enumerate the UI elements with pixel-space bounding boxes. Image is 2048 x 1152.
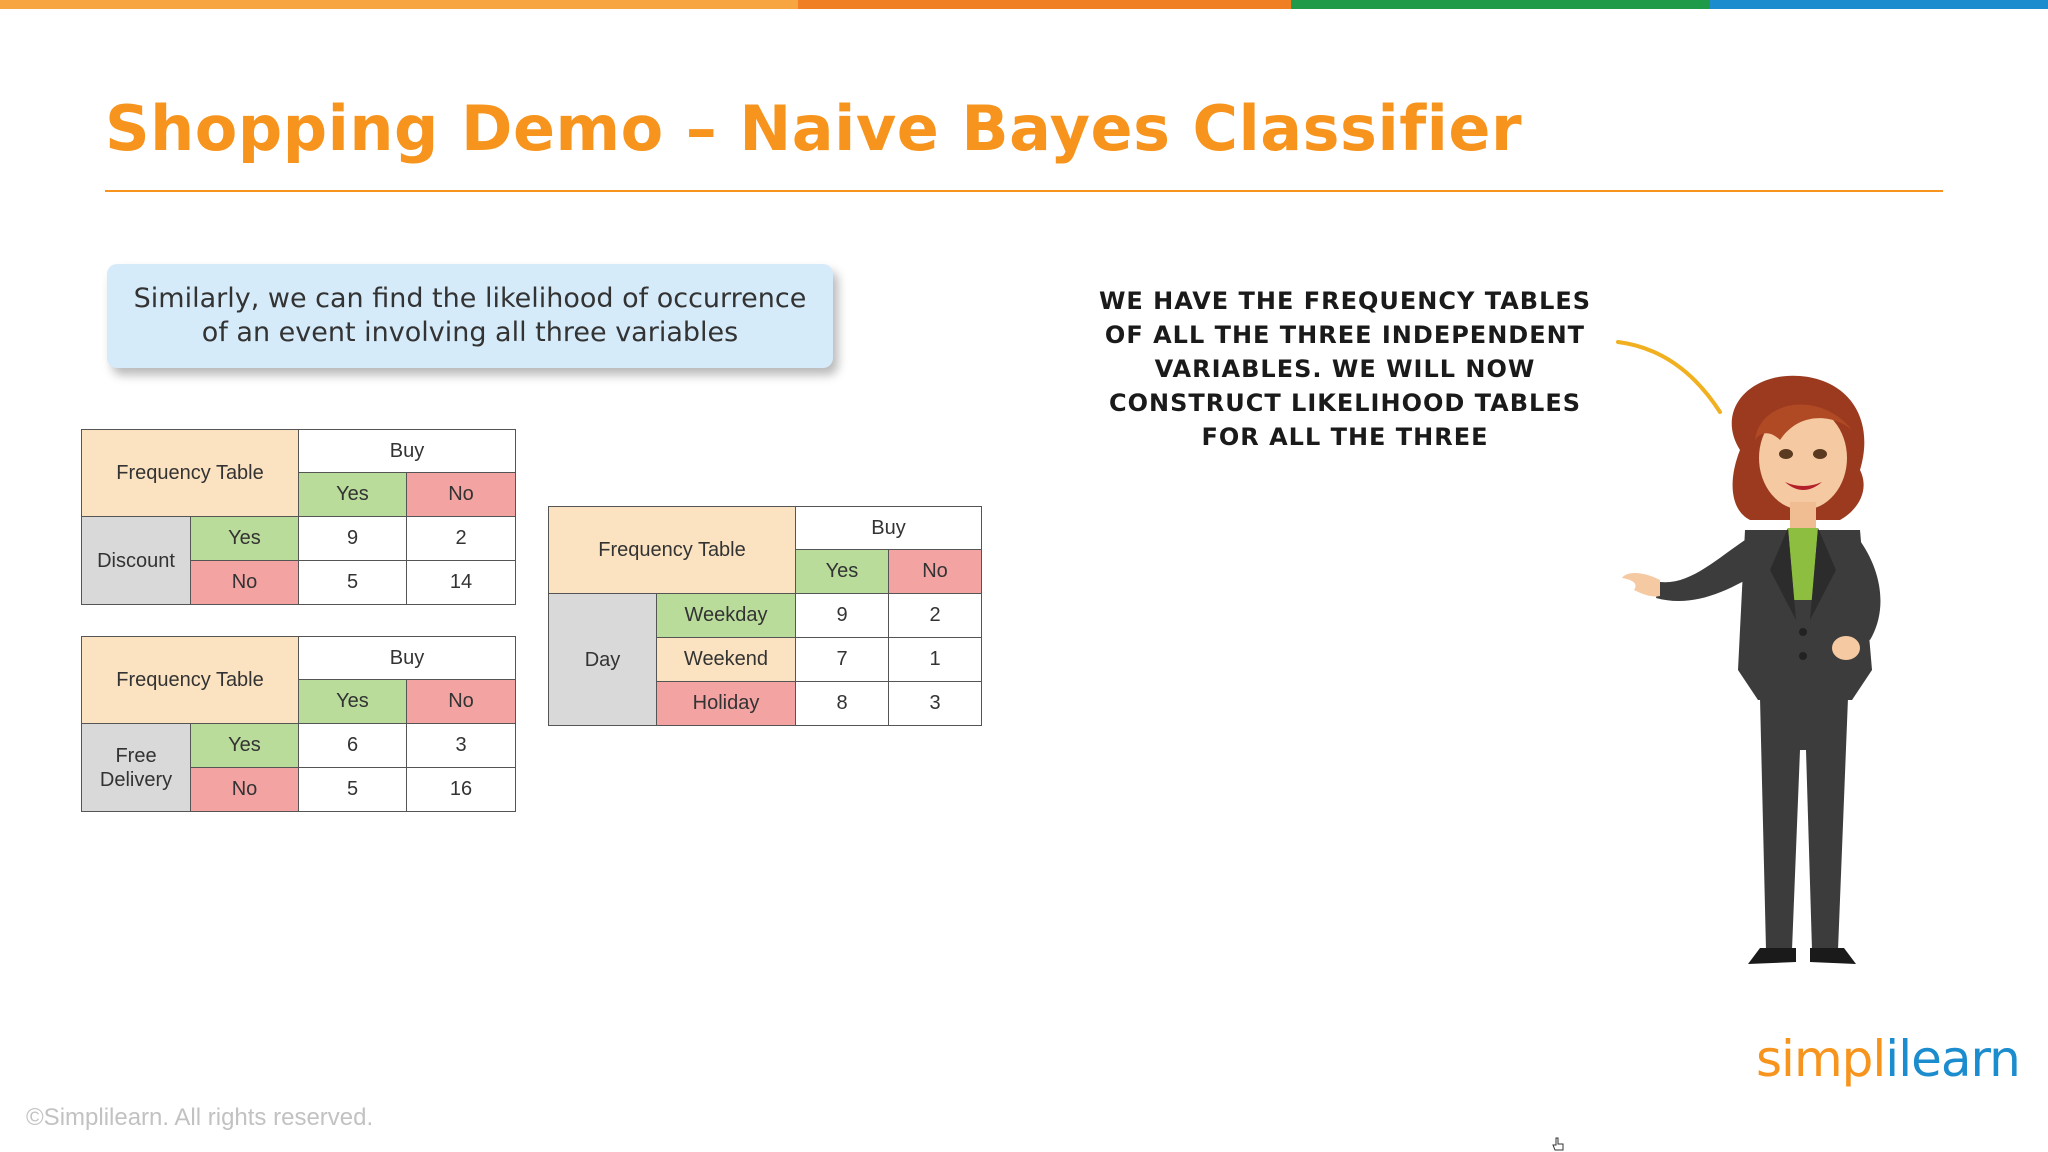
simplilearn-logo: simplilearn [1756,1030,2021,1088]
no-count: 3 [888,681,982,726]
table-row: Holiday 8 3 [549,681,982,726]
copyright-notice: ©Simplilearn. All rights reserved. [26,1104,374,1131]
table-row: Discount Yes 9 2 [81,516,516,605]
top-bar-segment-4 [1710,0,2048,9]
no-column-header: No [888,549,982,594]
yes-count: 9 [795,593,889,638]
row-label: No [190,560,299,605]
discount-frequency-table: Frequency Table Buy Yes No Discount Yes … [81,429,516,605]
target-header: Buy [298,429,516,473]
target-header: Buy [795,506,982,550]
row-label: Weekend [656,637,796,682]
no-count: 1 [888,637,982,682]
no-column-header: No [406,679,516,724]
no-count: 3 [406,723,516,768]
table-corner-label: Frequency Table [81,636,299,724]
table-row: Weekend 7 1 [549,637,982,682]
no-count: 16 [406,767,516,812]
logo-text-part3: learn [1898,1030,2021,1088]
yes-count: 5 [298,560,407,605]
no-count: 2 [888,593,982,638]
yes-count: 7 [795,637,889,682]
row-label: Weekday [656,593,796,638]
title-underline [105,190,1943,192]
variable-label: Discount [81,516,191,605]
target-header: Buy [298,636,516,680]
speech-pointer-line [1616,340,1722,414]
table-row: No 5 16 [82,767,516,812]
logo-text-part2: i [1885,1030,1899,1088]
top-bar-segment-1 [0,0,798,9]
row-label: Holiday [656,681,796,726]
slide-title: Shopping Demo – Naive Bayes Classifier [105,92,1523,165]
no-count: 2 [406,516,516,561]
no-count: 14 [406,560,516,605]
variable-label-line1: Free [115,744,157,767]
top-color-bar [0,0,2048,9]
variable-label: Day [548,593,657,726]
yes-column-header: Yes [795,549,889,594]
top-bar-segment-3 [1291,0,1710,9]
variable-label: Free Delivery [81,723,191,812]
row-label: Yes [190,723,299,768]
hand-cursor-icon [1552,1137,1564,1151]
speech-text: We have the frequency tables of all the … [1098,287,1592,451]
logo-text-part1: simpl [1756,1030,1886,1088]
presenter-woman-illustration [1622,375,1881,964]
yes-count: 5 [298,767,407,812]
yes-count: 6 [298,723,407,768]
yes-column-header: Yes [298,472,407,517]
free-delivery-frequency-table: Frequency Table Buy Yes No Free Delivery… [81,636,516,812]
table-corner-label: Frequency Table [548,506,796,594]
variable-label-line2: Delivery [99,768,173,791]
table-row: Day Weekday 9 2 [548,593,982,726]
callout-box: Similarly, we can find the likelihood of… [107,264,833,368]
no-column-header: No [406,472,516,517]
yes-count: 8 [795,681,889,726]
row-label: Yes [190,516,299,561]
yes-count: 9 [298,516,407,561]
table-corner-label: Frequency Table [81,429,299,517]
table-row: Free Delivery Yes 6 3 [81,723,516,812]
table-row: No 5 14 [82,560,516,605]
yes-column-header: Yes [298,679,407,724]
top-bar-segment-2 [798,0,1291,9]
day-frequency-table: Frequency Table Buy Yes No Day Weekday 9… [548,506,982,726]
row-label: No [190,767,299,812]
